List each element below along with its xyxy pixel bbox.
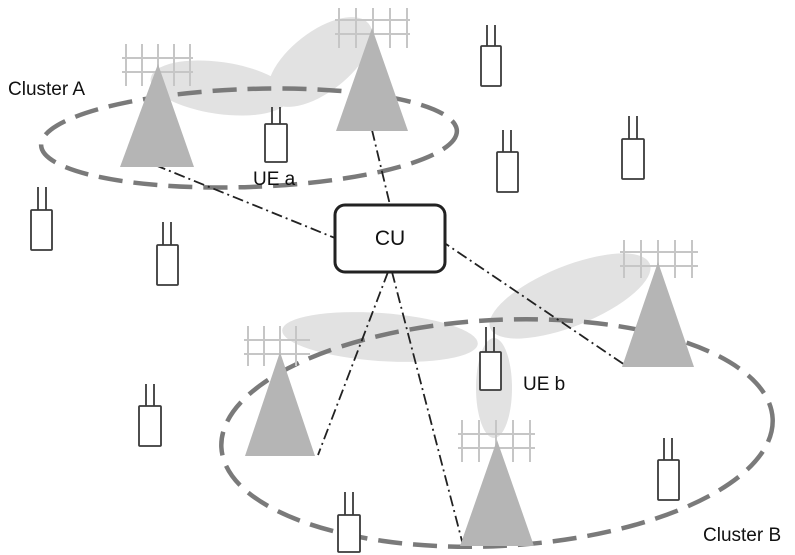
link-bs-a1 <box>154 164 336 239</box>
cluster-a-outline <box>38 86 460 190</box>
cu-links <box>154 129 626 546</box>
user-equipment-icon <box>30 187 53 251</box>
user-equipment-icon <box>496 130 519 193</box>
user-equipment-icon <box>480 25 502 87</box>
central-unit: CU <box>333 203 447 274</box>
user-equipments <box>30 25 680 553</box>
ue-b-label: UE b <box>523 374 565 395</box>
user-equipment-icon <box>337 492 361 553</box>
base-station-icon <box>458 420 535 546</box>
user-equipment-icon <box>479 327 502 391</box>
central-unit-icon <box>333 203 447 274</box>
base-station-icon <box>335 8 410 131</box>
beam-a1 <box>150 60 290 116</box>
base-station-icon <box>120 44 194 167</box>
base-station-icon <box>244 326 315 456</box>
user-equipment-icon <box>138 384 162 447</box>
user-equipment-icon <box>621 116 645 180</box>
ue-a-label: UE a <box>253 169 296 190</box>
link-bs-b2 <box>317 271 389 456</box>
cluster-b-label: Cluster B <box>703 525 781 546</box>
link-bs-b3 <box>391 271 464 546</box>
user-equipment-icon <box>156 222 179 286</box>
user-equipment-icon <box>264 107 288 163</box>
cu-label: CU <box>375 227 405 250</box>
cluster-a-label: Cluster A <box>8 79 85 100</box>
user-equipment-icon <box>657 438 680 501</box>
link-bs-a2 <box>371 129 391 206</box>
base-station-icon <box>620 240 698 367</box>
link-bs-b1 <box>439 239 626 366</box>
base-stations <box>120 8 698 546</box>
beam-a2 <box>267 17 373 107</box>
